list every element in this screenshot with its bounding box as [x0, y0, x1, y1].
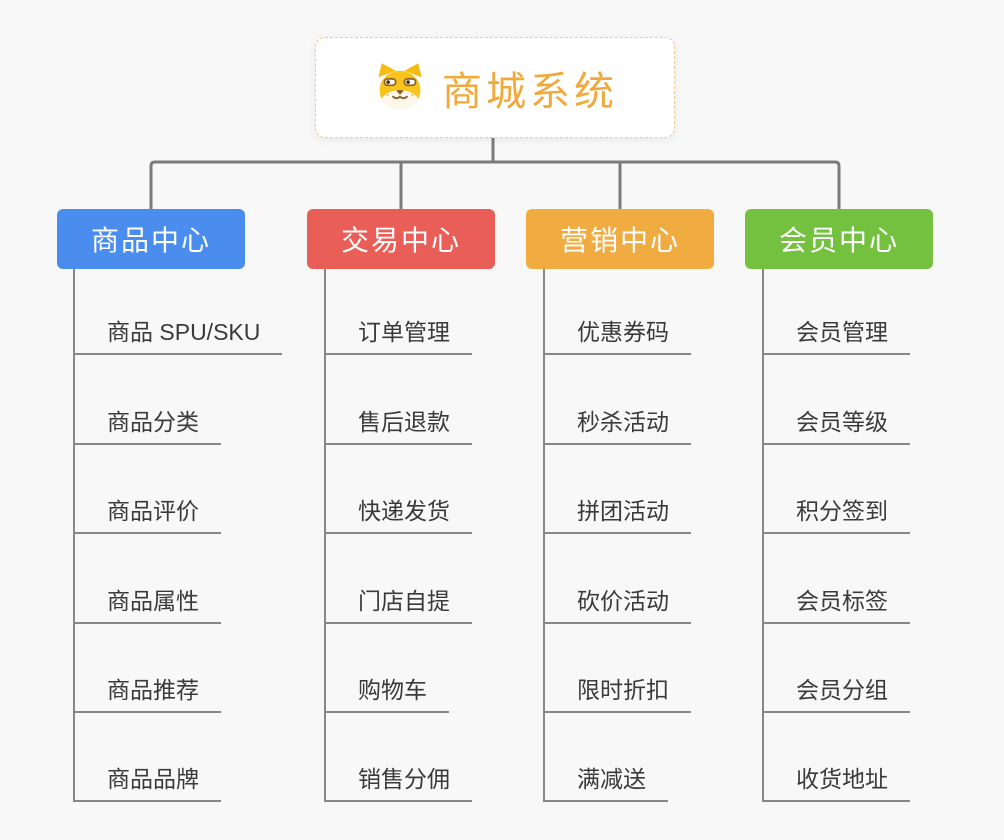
leaf-node[interactable]: 门店自提 — [324, 587, 472, 624]
leaf-node[interactable]: 会员标签 — [762, 587, 910, 624]
leaf-node[interactable]: 快递发货 — [324, 497, 472, 534]
leaf-node[interactable]: 秒杀活动 — [543, 408, 691, 445]
leaf-node[interactable]: 销售分佣 — [324, 765, 472, 802]
trunk-line — [324, 269, 326, 802]
branch-product-center[interactable]: 商品中心 — [57, 209, 245, 269]
dog-face-icon — [372, 61, 428, 115]
branch-label: 营销中心 — [559, 225, 680, 256]
leaf-node[interactable]: 会员等级 — [762, 408, 910, 445]
leaf-node[interactable]: 会员管理 — [762, 318, 910, 355]
branch-label: 会员中心 — [778, 225, 899, 256]
branch-label: 商品中心 — [90, 225, 211, 256]
trunk-line — [543, 269, 545, 802]
leaf-node[interactable]: 商品评价 — [73, 497, 221, 534]
leaf-node[interactable]: 商品推荐 — [73, 676, 221, 713]
leaf-node[interactable]: 积分签到 — [762, 497, 910, 534]
trunk-line — [762, 269, 764, 802]
leaf-node[interactable]: 限时折扣 — [543, 676, 691, 713]
leaf-node[interactable]: 购物车 — [324, 676, 449, 713]
branch-marketing-center[interactable]: 营销中心 — [526, 209, 714, 269]
leaf-node[interactable]: 拼团活动 — [543, 497, 691, 534]
branch-label: 交易中心 — [340, 225, 461, 256]
leaf-node[interactable]: 售后退款 — [324, 408, 472, 445]
root-node[interactable]: 商城系统 — [315, 37, 675, 138]
branch-trade-center[interactable]: 交易中心 — [307, 209, 495, 269]
branch-member-center[interactable]: 会员中心 — [745, 209, 933, 269]
leaf-node[interactable]: 商品属性 — [73, 587, 221, 624]
leaf-node[interactable]: 商品分类 — [73, 408, 221, 445]
bus-line — [149, 160, 841, 209]
leaf-node[interactable]: 商品品牌 — [73, 765, 221, 802]
leaf-node[interactable]: 订单管理 — [324, 318, 472, 355]
leaf-node[interactable]: 砍价活动 — [543, 587, 691, 624]
leaf-node[interactable]: 满减送 — [543, 765, 668, 802]
leaf-node[interactable]: 收货地址 — [762, 765, 910, 802]
root-title: 商城系统 — [442, 69, 618, 114]
leaf-node[interactable]: 会员分组 — [762, 676, 910, 713]
leaf-node[interactable]: 优惠券码 — [543, 318, 691, 355]
leaf-node[interactable]: 商品 SPU/SKU — [73, 318, 283, 355]
trunk-line — [73, 269, 75, 802]
